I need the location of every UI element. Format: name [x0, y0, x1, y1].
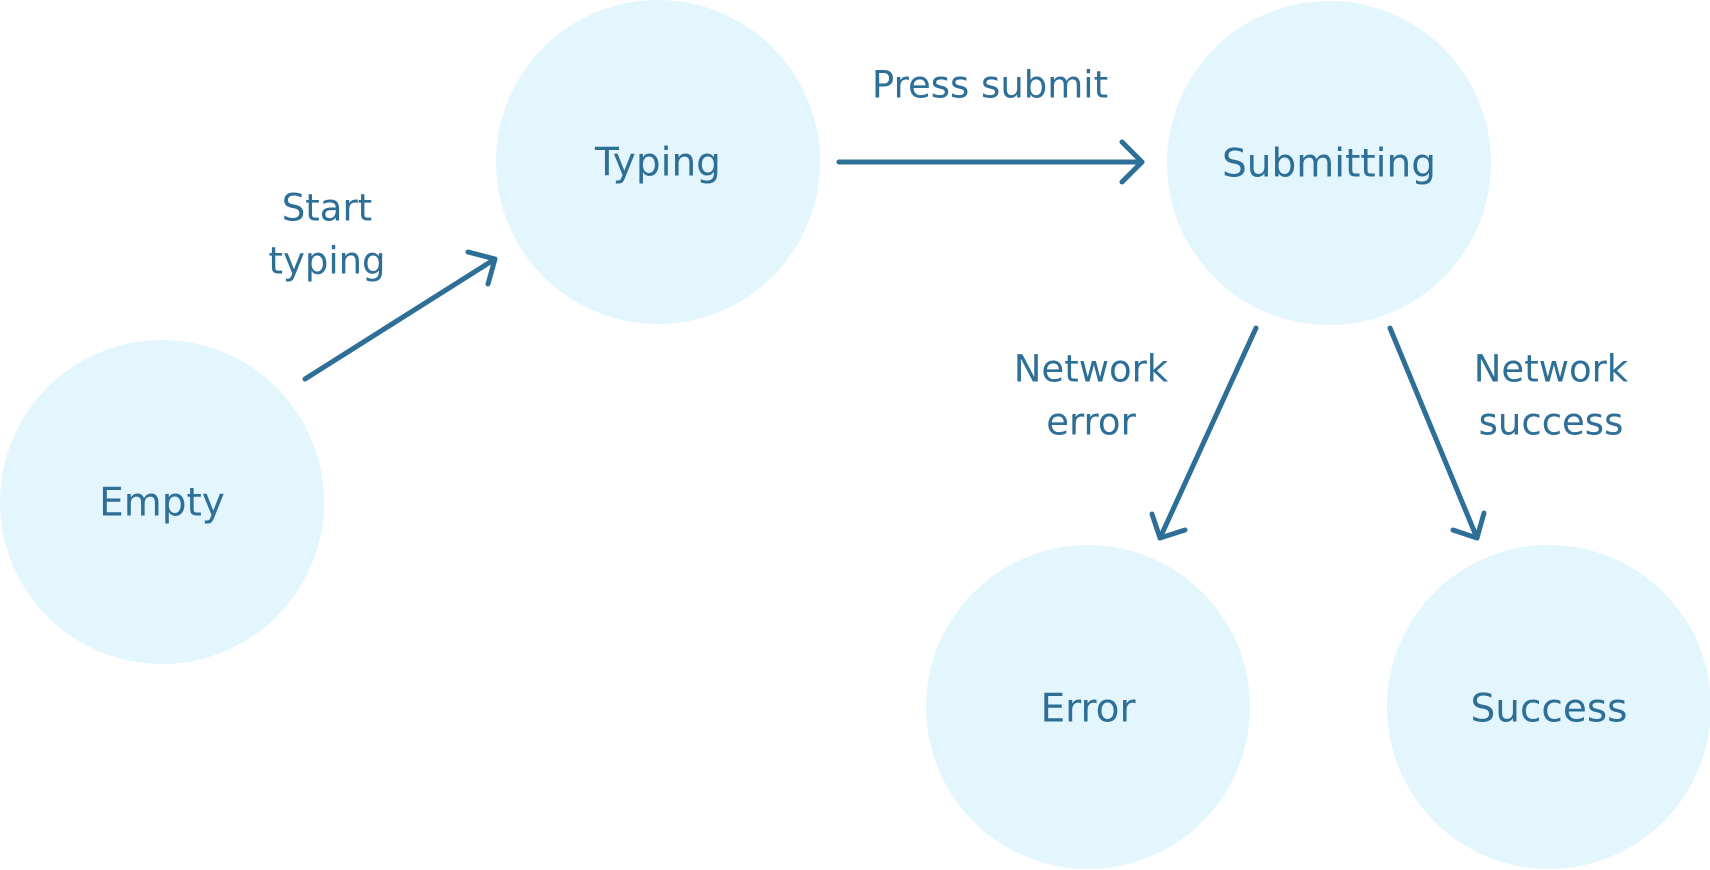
state-label-success: Success [1471, 687, 1628, 732]
state-node-error: Error [926, 545, 1250, 869]
state-label-typing: Typing [594, 141, 721, 186]
transition-network-error: Network error [1014, 325, 1259, 541]
state-node-success: Success [1387, 545, 1710, 869]
edge-label-start-typing-line1: Start [282, 187, 372, 230]
state-circle-empty [0, 340, 324, 664]
state-node-submitting: Submitting [1167, 1, 1491, 325]
arrowhead-network-success [1450, 510, 1487, 541]
edge-label-network-error-line1: Network [1014, 348, 1169, 391]
edge-label-press-submit: Press submit [872, 64, 1108, 107]
edge-label-start-typing-line2: typing [268, 240, 385, 283]
state-label-submitting: Submitting [1222, 142, 1436, 187]
arrow-network-error [1157, 325, 1259, 541]
state-label-error: Error [1040, 687, 1136, 732]
edge-label-network-error-line2: error [1046, 401, 1136, 444]
transition-network-success: Network success [1387, 325, 1629, 541]
state-node-empty: Empty [0, 340, 324, 664]
edge-label-network-success-line2: success [1479, 401, 1624, 444]
state-circle-error [926, 545, 1250, 869]
arrow-network-success [1387, 325, 1480, 541]
arrowhead-press-submit [1119, 139, 1145, 185]
state-label-empty: Empty [99, 481, 225, 526]
state-circle-typing [496, 0, 820, 324]
edge-label-network-success-line1: Network [1474, 348, 1629, 391]
arrowhead-network-error [1149, 511, 1188, 541]
transition-press-submit: Press submit [836, 64, 1145, 185]
state-circle-success [1387, 545, 1710, 869]
state-node-typing: Typing [496, 0, 820, 324]
arrowhead-start-typing [465, 249, 498, 287]
arrow-start-typing [302, 256, 498, 382]
state-circle-submitting [1167, 1, 1491, 325]
transition-start-typing: Start typing [268, 187, 498, 382]
